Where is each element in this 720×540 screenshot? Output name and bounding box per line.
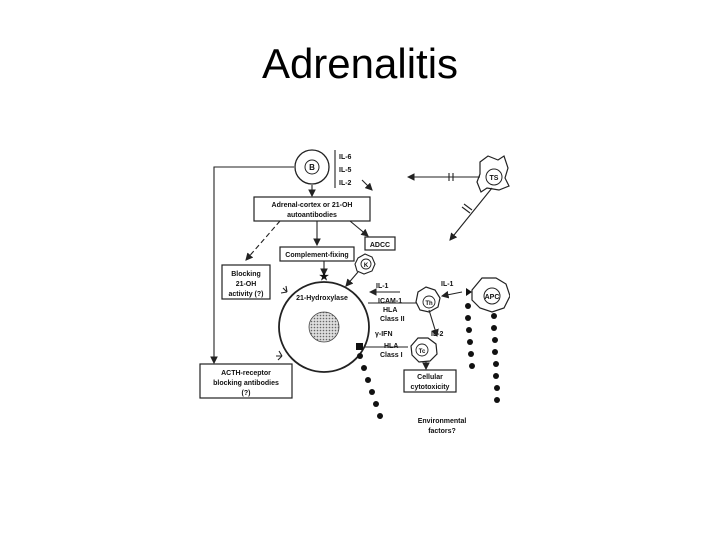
ts-inhibit-mark-3 — [463, 203, 473, 211]
il1-right-label: IL-1 — [441, 281, 454, 288]
environment-line-2: factors? — [428, 428, 456, 435]
blocking-line-1: Blocking — [231, 271, 261, 278]
gamma-ifn-label: γ-IFN — [375, 331, 393, 338]
hla-receptor-block — [356, 343, 363, 350]
environment-dots-left — [357, 353, 383, 419]
environment-line-1: Environmental — [418, 418, 467, 425]
autoantibodies-line-2: autoantibodies — [287, 212, 337, 219]
b-cell-nucleus — [304, 159, 320, 175]
adcc-label: ADCC — [370, 242, 390, 249]
b-cell-label: B — [309, 163, 315, 172]
acth-box — [199, 363, 293, 399]
adcc-box — [364, 236, 396, 251]
cytokine-il2: IL-2 — [339, 180, 352, 187]
receptor-antibody-top — [280, 285, 288, 294]
icam1-label: ICAM-1 — [378, 298, 402, 305]
hydroxylase-label: 21-Hydroxylase — [296, 295, 348, 302]
blocking-line-3: activity (?) — [228, 291, 263, 298]
th-cell-nucleus — [422, 295, 436, 309]
cytotoxicity-line-2: cytotoxicity — [411, 384, 450, 391]
ts-inhibit-mark-4 — [461, 206, 471, 214]
environment-dots-middle — [465, 303, 475, 369]
arrow-apc-to-th — [440, 290, 463, 299]
arrow-autoantibodies-to-adcc — [349, 220, 369, 237]
acth-line-1: ACTH-receptor — [221, 370, 271, 377]
arrow-il2-to-b — [361, 179, 373, 191]
environment-dots-right — [491, 313, 500, 403]
apc-contact-mark — [466, 288, 472, 296]
k-cell-nucleus — [360, 258, 372, 270]
arrow-b-to-acth — [210, 166, 294, 365]
autoantibodies-line-1: Adrenal-cortex or 21-OH — [272, 202, 353, 209]
k-cell-label: K — [364, 263, 369, 269]
arrow-ts-to-il1 — [449, 187, 493, 241]
cytotoxicity-box — [403, 369, 457, 393]
ts-cell-nucleus — [485, 168, 503, 186]
apc-cell-label: APC — [485, 294, 500, 301]
hla-label: HLA — [383, 307, 397, 314]
slide-title: Adrenalitis — [261, 40, 459, 87]
apc-cell-nucleus — [483, 287, 501, 305]
cytokine-il5: IL-5 — [339, 167, 352, 174]
complement-fixing-label: Complement-fixing — [285, 252, 348, 259]
cytotoxicity-line-1: Cellular — [417, 374, 443, 381]
class-ii-label: Class II — [380, 316, 405, 323]
adrenalitis-diagram: B IL-6 IL-5 IL-2 TS Adrenal-cortex or 21… — [199, 149, 510, 435]
tc-cell-nucleus — [415, 343, 429, 357]
blocking-box — [221, 264, 271, 300]
acth-line-2: blocking antibodies — [213, 380, 279, 387]
tc-cell-label: Tc — [419, 349, 426, 355]
th-cell-label: Th — [425, 301, 433, 307]
hla-class1-line-2: Class I — [380, 352, 403, 359]
antibody-star: ★ — [319, 271, 329, 283]
arrow-th-to-tc — [428, 309, 439, 338]
arrow-k-to-cell — [345, 271, 359, 287]
cytokine-il6: IL-6 — [339, 154, 352, 161]
adrenal-cell-nucleus — [308, 311, 340, 343]
autoantibodies-box — [253, 196, 371, 222]
ts-cell-label: TS — [490, 175, 499, 182]
arrow-autoantibodies-to-blocking — [245, 220, 281, 261]
il2-label: IL-2 — [431, 331, 444, 338]
il1-left-label: IL-1 — [376, 283, 389, 290]
blocking-line-2: 21-OH — [236, 281, 257, 288]
receptor-antibody-bottom — [276, 350, 283, 361]
complement-fixing-box — [279, 246, 355, 262]
acth-line-3: (?) — [242, 390, 251, 397]
